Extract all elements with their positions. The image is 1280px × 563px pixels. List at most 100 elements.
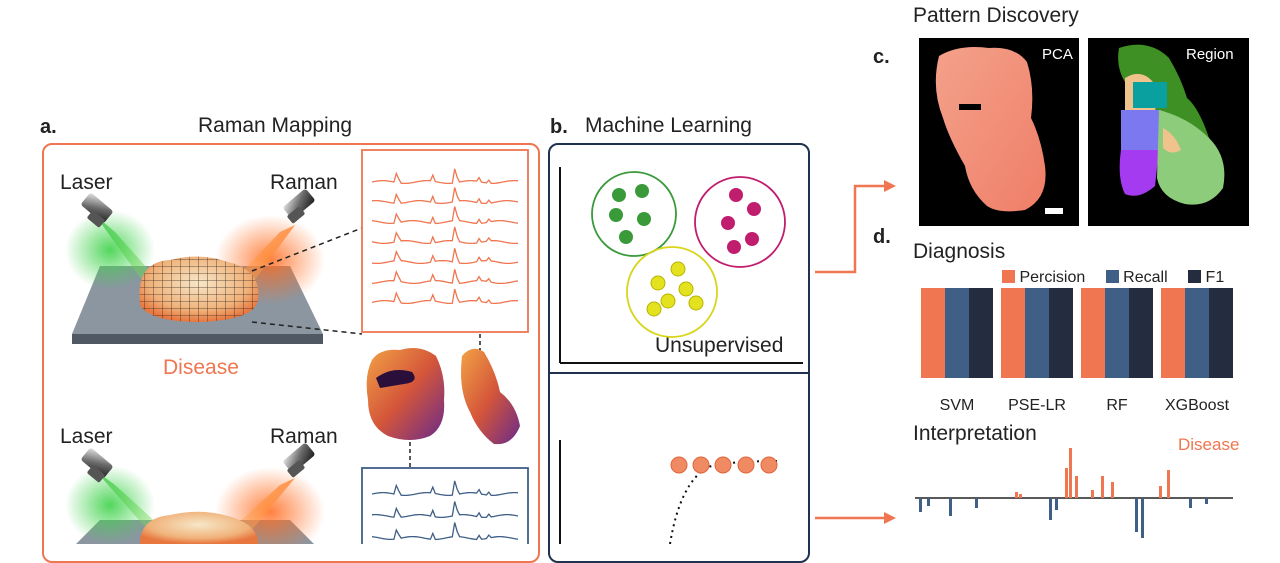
bar-recall-pse-lr [1025, 288, 1049, 378]
cluster-dot-green [612, 188, 626, 202]
negative-weight [975, 498, 978, 508]
arrow-to-pattern-discovery [884, 180, 896, 192]
sigmoid-dot [737, 456, 755, 474]
cluster-dot-yellow [660, 293, 676, 309]
negative-weight [1135, 498, 1138, 532]
legend-swatch-f1 [1188, 270, 1202, 283]
diagnosis-bar-chart: SVM PSE-LR RF XGBoost [921, 288, 1233, 414]
legend-swatch-percision [1002, 270, 1015, 283]
x-tick-label: RF [1106, 397, 1128, 414]
ml-illustration [548, 167, 810, 544]
panel-a-title: Raman Mapping [198, 114, 353, 137]
cluster-dot-yellow [678, 281, 694, 297]
slide-bottom [65, 443, 325, 544]
positive-weight [1159, 486, 1162, 498]
unsupervised-label: Unsupervised [655, 334, 784, 357]
disease-spectra [371, 168, 519, 305]
panel-d-letter: d. [873, 226, 891, 248]
negative-weight [1141, 498, 1144, 538]
interpretation-weights-plot [915, 448, 1233, 538]
sigmoid-dot [670, 456, 688, 474]
green-cluster [591, 171, 677, 257]
bar-f1-pse-lr [1049, 288, 1073, 378]
bar-recall-rf [1105, 288, 1129, 378]
bar-f1-rf [1129, 288, 1153, 378]
pattern-discovery-images [919, 38, 1249, 226]
cluster-dot-green [619, 230, 633, 244]
interpretation-title: Interpretation [913, 422, 1037, 445]
region-label: Region [1186, 46, 1234, 63]
panel-a-letter: a. [40, 116, 57, 138]
bar-percision-pse-lr [1001, 288, 1025, 378]
interpretation-disease-label: Disease [1178, 435, 1240, 454]
cluster-dot-green [637, 212, 651, 226]
legend-label-f1: F1 [1205, 269, 1225, 286]
negative-weight [927, 498, 930, 506]
panel-b-title: Machine Learning [585, 114, 752, 137]
spectrum-line [371, 187, 519, 205]
panel-c-title: Pattern Discovery [913, 4, 1079, 27]
positive-weight [1065, 468, 1068, 498]
magenta-cluster [694, 176, 786, 268]
bar-percision-rf [1081, 288, 1105, 378]
positive-weight [1069, 448, 1072, 498]
spectrum-line [371, 480, 519, 497]
bar-f1-xgboost [1209, 288, 1233, 378]
cluster-dot-yellow [670, 261, 686, 277]
spectrum-line [371, 168, 519, 185]
spectrum-line [371, 269, 519, 285]
cluster-dot-magenta [745, 232, 759, 246]
panel-c-letter: c. [873, 46, 890, 68]
negative-weight [1049, 498, 1052, 520]
negative-weight [1055, 498, 1058, 510]
cluster-dot-yellow [688, 295, 704, 311]
raman-label-top: Raman [270, 171, 338, 194]
x-tick-label: PSE-LR [1008, 397, 1066, 414]
slide-top [65, 189, 325, 344]
sigmoid-dot [692, 456, 710, 474]
diagnosis-title: Diagnosis [913, 240, 1006, 263]
legend-swatch-recall [1105, 270, 1119, 283]
spectrum-line [371, 226, 519, 245]
spectrum-line [371, 206, 519, 225]
disease-label: Disease [163, 356, 239, 379]
spectrum-line [371, 248, 519, 265]
spectrum-line [371, 501, 519, 519]
positive-weight [1167, 470, 1170, 498]
positive-weight [1101, 476, 1104, 498]
diagnosis-legend: Percision Recall F1 [1002, 269, 1242, 287]
raman-heatmaps [366, 334, 520, 468]
bar-f1-svm [969, 288, 993, 378]
flow-arrows [815, 180, 896, 524]
control-spectra-box [361, 467, 529, 544]
bar-recall-svm [945, 288, 969, 378]
cluster-dot-yellow [646, 301, 662, 317]
spectrum-line [371, 288, 519, 305]
cluster-dot-magenta [727, 240, 741, 254]
pca-label: PCA [1042, 46, 1073, 63]
cluster-dot-yellow [650, 275, 666, 291]
legend-label-recall: Recall [1123, 269, 1168, 286]
arrow-to-interpretation [884, 512, 896, 524]
sigmoid-dot [760, 456, 778, 474]
x-tick-label: SVM [940, 397, 975, 414]
sigmoid-dot [714, 456, 732, 474]
negative-weight [1189, 498, 1192, 508]
x-tick-label: XGBoost [1165, 397, 1230, 414]
legend-label-percision: Percision [1019, 269, 1086, 286]
positive-weight [1019, 494, 1022, 498]
positive-weight [1111, 482, 1114, 498]
laser-label-top: Laser [60, 171, 113, 194]
control-spectra [371, 480, 519, 541]
yellow-cluster [626, 246, 718, 338]
panel-b-letter: b. [550, 116, 568, 138]
positive-weight [1075, 476, 1078, 498]
negative-weight [919, 498, 922, 512]
illustration-layer [65, 149, 529, 544]
laser-label-bottom: Laser [60, 425, 113, 448]
cluster-dot-green [609, 208, 623, 222]
negative-weight [1205, 498, 1208, 504]
bar-recall-xgboost [1185, 288, 1209, 378]
bar-percision-xgboost [1161, 288, 1185, 378]
negative-weight [949, 498, 952, 516]
